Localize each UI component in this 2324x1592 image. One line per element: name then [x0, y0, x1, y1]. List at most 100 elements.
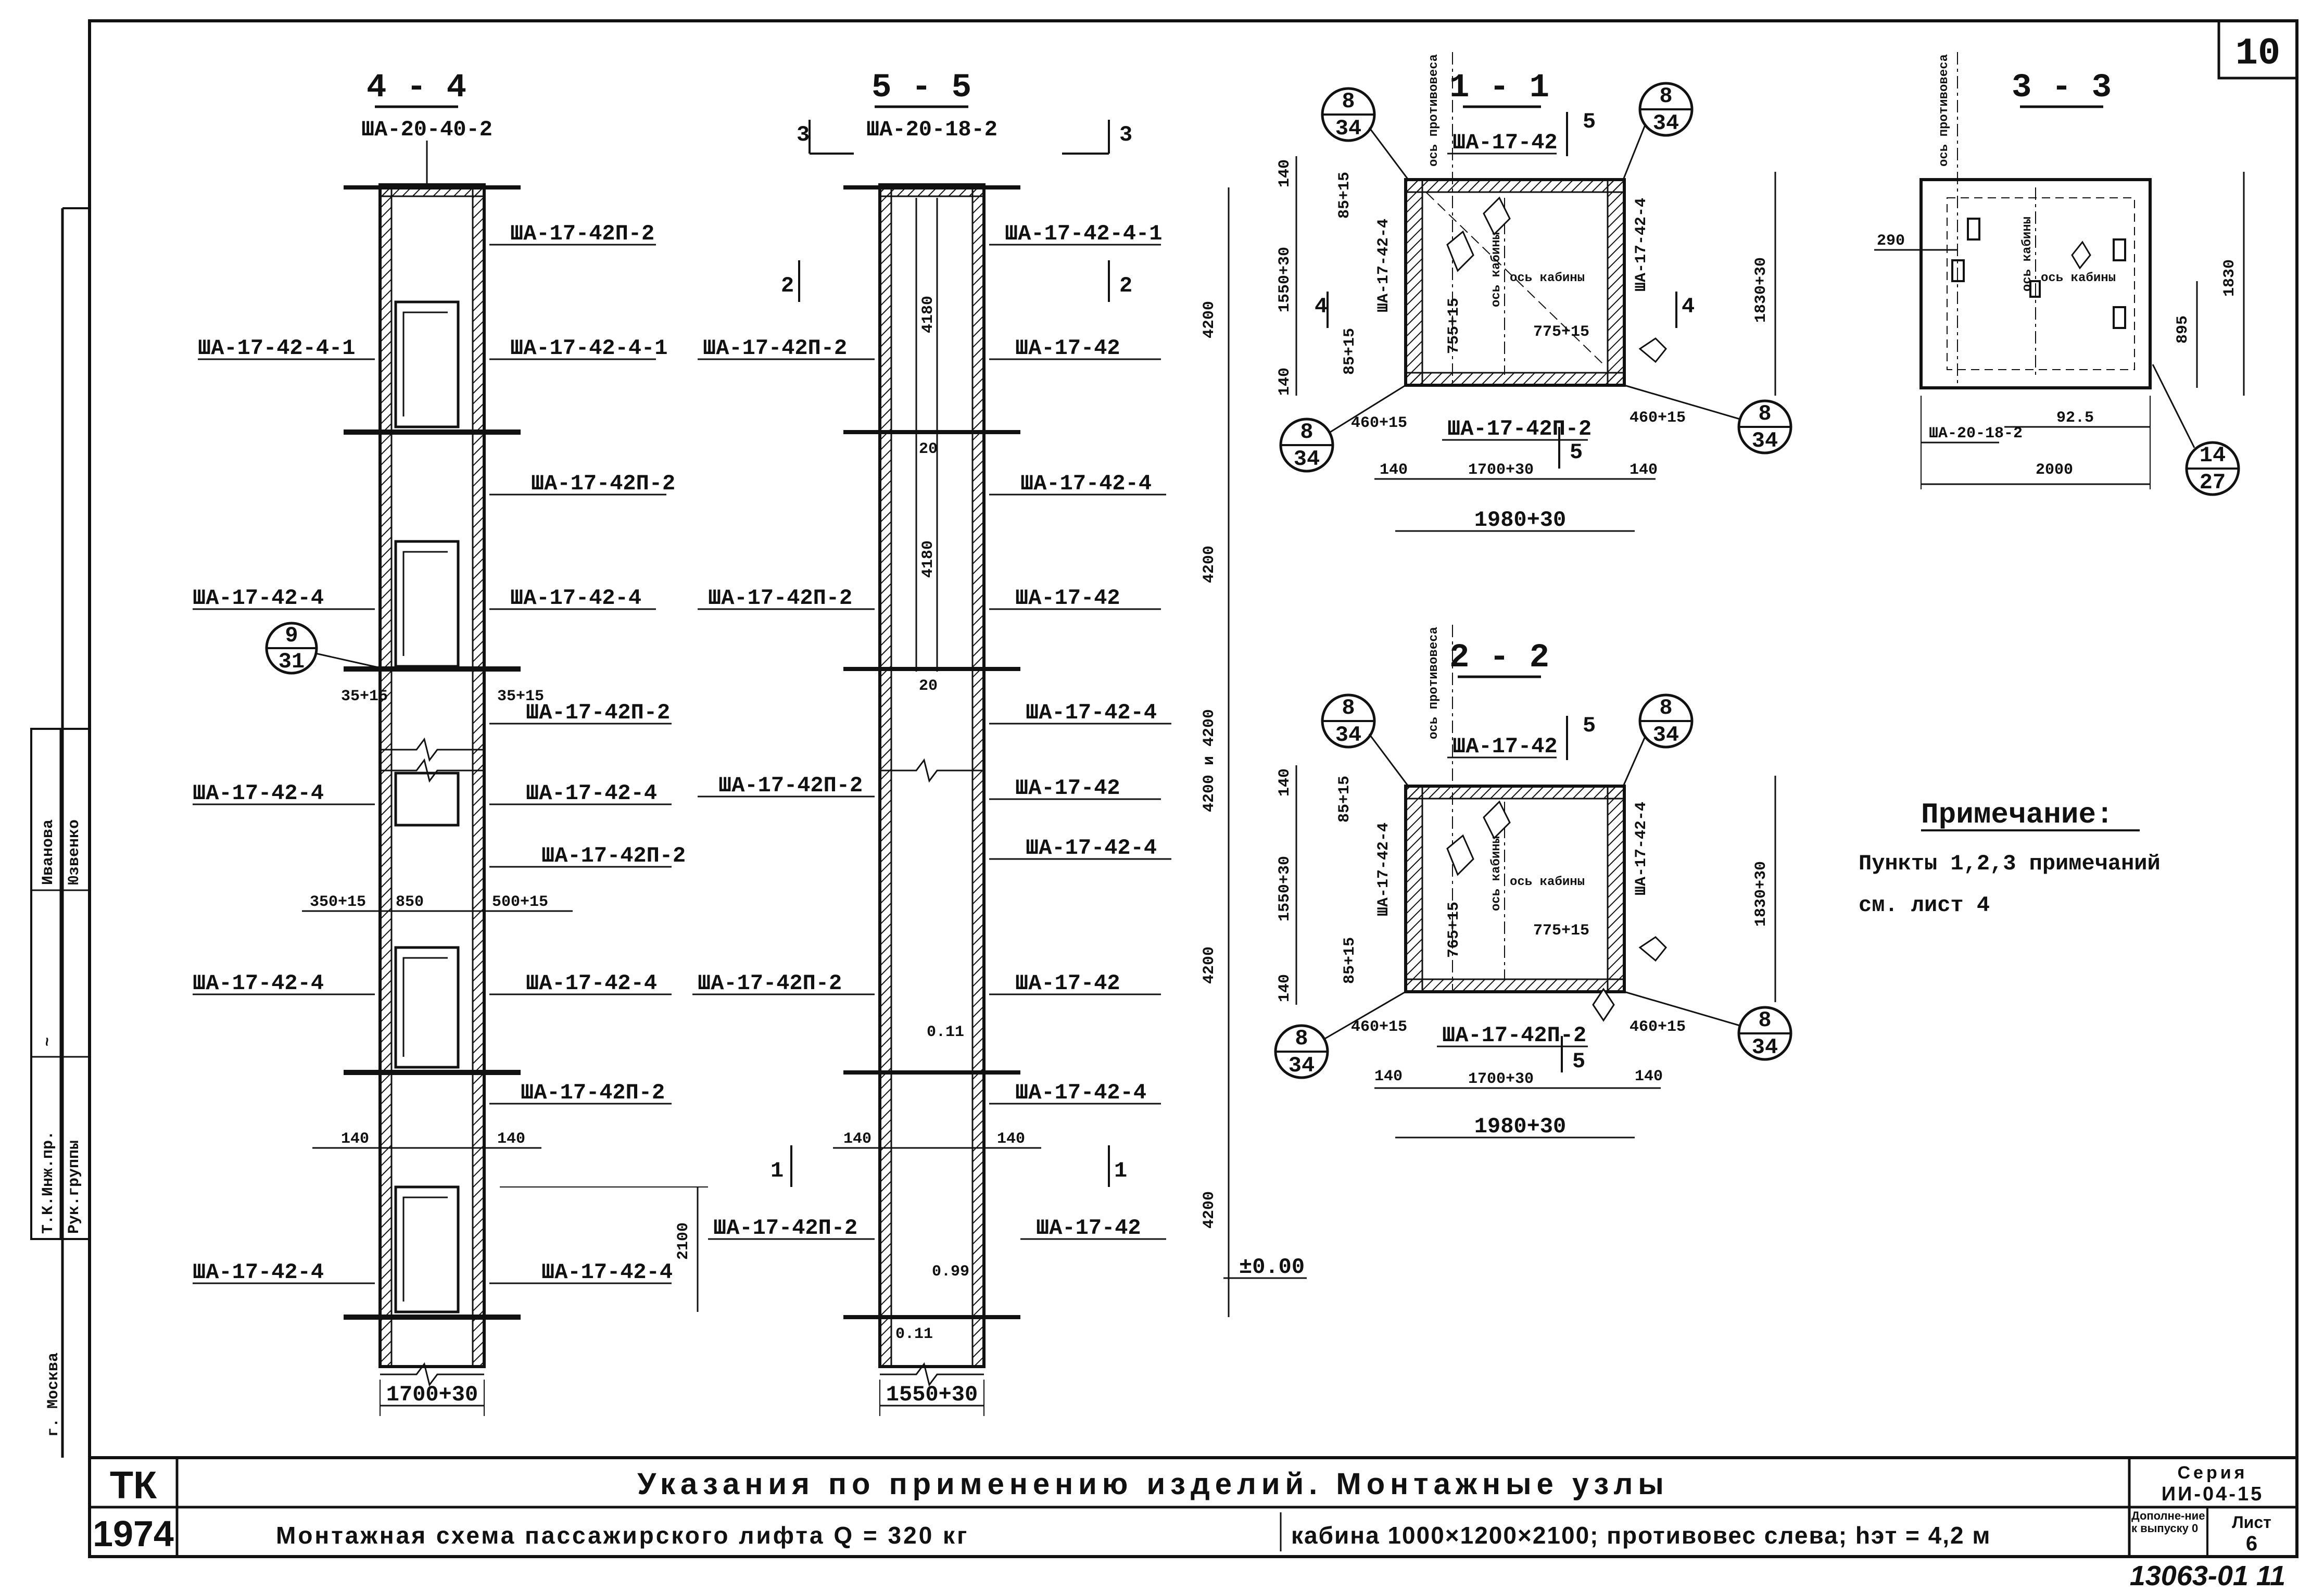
- axis-counterweight: ось противовеса: [1937, 54, 1951, 167]
- s44-right-label: ША-17-42П-2: [531, 471, 675, 496]
- s44-dim: 850: [396, 893, 424, 911]
- sheet-frame: [88, 19, 2298, 1558]
- section-5-5-shaft: [878, 183, 986, 1368]
- s44-right-label: ША-17-42-4: [541, 1260, 673, 1285]
- note-line1: Пункты 1,2,3 примечаний: [1859, 851, 2161, 876]
- svg-text:8: 8: [1659, 84, 1672, 109]
- door-opening: [394, 946, 460, 1069]
- s22-bottom-label: ША-17-42П-2: [1442, 1023, 1586, 1048]
- note-block: Примечание: Пункты 1,2,3 примечаний см. …: [1859, 798, 2161, 918]
- s11-dim: 140: [1630, 461, 1658, 479]
- s55-inner-dim: 20: [919, 440, 938, 458]
- s55-right-label: ША-17-42-4: [1015, 1080, 1146, 1105]
- section-5-5: 5 - 5 ША-20-18-2 4180 4180 20 20 0.11 14…: [692, 69, 1307, 1416]
- svg-text:8: 8: [1342, 696, 1355, 721]
- s55-left-label: ША-17-42П-2: [718, 773, 863, 798]
- s55-right-label: ША-17-42-4: [1026, 700, 1157, 725]
- axis-counterweight: ось противовеса: [1427, 54, 1441, 167]
- s55-level: 4200: [1201, 546, 1218, 583]
- s55-right-label: ША-17-42-4-1: [1005, 221, 1162, 246]
- title-line2b: кабина 1000×1200×2100; противовес слева;…: [1291, 1522, 1991, 1549]
- svg-text:8: 8: [1300, 420, 1313, 445]
- s55-right-label: ША-17-42: [1015, 971, 1120, 996]
- s11-right-label: ША-17-42-4: [1633, 198, 1650, 292]
- title-block: ТК 1974 Указания по применению изделий. …: [90, 1456, 2297, 1557]
- s22-dim: 765+15: [1445, 902, 1463, 958]
- s55-level: 4200 и 4200: [1201, 709, 1218, 812]
- door-opening: [394, 1185, 460, 1313]
- note-heading: Примечание:: [1921, 798, 2114, 831]
- s44-right-label: ША-17-42П-2: [521, 1080, 665, 1105]
- svg-text:34: 34: [1752, 1035, 1778, 1060]
- s44-dim: 140: [497, 1130, 525, 1148]
- svg-text:8: 8: [1295, 1026, 1308, 1051]
- s11-dim: 1700+30: [1468, 461, 1534, 479]
- section-2-2-title: 2 - 2: [1449, 639, 1549, 677]
- s11-dim: 4: [1682, 294, 1695, 319]
- s33-dim: 895: [2174, 315, 2192, 344]
- section-mark-1: 1: [771, 1158, 784, 1183]
- door-opening: [394, 772, 460, 827]
- left-strip: Иванова Юзвенко ~ Т.К.Инж.пр. Рук.группы…: [30, 207, 91, 1458]
- s44-dim: 35+15: [341, 688, 388, 705]
- callout-8-34: 8 34: [1622, 82, 1694, 180]
- s11-dim: 1830+30: [1752, 257, 1770, 323]
- axis-counterweight: ось противовеса: [1427, 627, 1441, 739]
- svg-text:8: 8: [1758, 401, 1771, 426]
- strip-sign1: ~: [40, 1037, 57, 1046]
- callout-8-34: 8 34: [1624, 384, 1792, 454]
- s22-right-label: ША-17-42-4: [1633, 802, 1650, 895]
- section-mark-1: 1: [1114, 1158, 1127, 1183]
- svg-text:8: 8: [1758, 1008, 1771, 1033]
- section-mark-2: 2: [781, 273, 794, 298]
- axis-cabin: ось кабины: [2041, 271, 2116, 285]
- s11-dim: 1550+30: [1276, 247, 1294, 312]
- s22-dim: 460+15: [1630, 1018, 1686, 1036]
- strip-city: г. Москва: [45, 1353, 62, 1437]
- axis-cabin: ось кабины: [1510, 875, 1585, 889]
- section-1-1-title: 1 - 1: [1449, 69, 1549, 107]
- bottom-code: 13063-01 11: [2130, 1560, 2285, 1591]
- s22-dim: 1700+30: [1468, 1070, 1534, 1088]
- note-line2: см. лист 4: [1859, 893, 1990, 918]
- s55-inner-dim: 4180: [919, 540, 937, 578]
- s22-dim: 85+15: [1341, 937, 1359, 984]
- s44-right-label: ША-17-42П-2: [541, 843, 686, 868]
- section-3-3: 3 - 3 ось противовеса ось кабины ось каб…: [1874, 52, 2245, 496]
- section-3-3-title: 3 - 3: [2012, 69, 2112, 107]
- s44-left-label: ША-17-42-4-1: [198, 336, 355, 361]
- s33-dim: 1830: [2221, 259, 2239, 297]
- door-opening: [394, 540, 460, 668]
- s55-level: 4200: [1201, 946, 1218, 984]
- zero-mark: ±0.00: [1239, 1255, 1305, 1280]
- s44-right-label: ША-17-42-4-1: [510, 336, 667, 361]
- s33-dim: 2000: [2036, 461, 2073, 479]
- s55-left-label: ША-17-42П-2: [713, 1216, 857, 1241]
- s55-right-label: ША-17-42: [1015, 336, 1120, 361]
- section-4-4-title: 4 - 4: [367, 69, 466, 107]
- s44-left-label: ША-17-42-4: [193, 971, 324, 996]
- s33-dim: 290: [1877, 232, 1905, 250]
- s44-dim: 2100: [675, 1222, 692, 1260]
- s55-right-label: ША-17-42: [1015, 586, 1120, 611]
- s22-dim: 140: [1635, 1068, 1663, 1085]
- section-mark-3: 3: [1119, 122, 1132, 147]
- sheet-label: Лист: [2232, 1513, 2271, 1532]
- svg-text:34: 34: [1289, 1053, 1315, 1078]
- callout-8-34: 8 34: [1624, 991, 1792, 1061]
- s11-dim: 85+15: [1341, 328, 1359, 375]
- s22-dim: 1830+30: [1752, 861, 1770, 927]
- s55-level: 4200: [1201, 1191, 1218, 1229]
- s55-inner-dim: 0.11: [895, 1325, 933, 1343]
- s55-inner-dim: 0.11: [927, 1024, 964, 1041]
- title-org: ТК: [110, 1463, 157, 1507]
- door-opening: [394, 300, 460, 428]
- strip-role2: Рук.группы: [66, 1140, 83, 1234]
- axis-cabin: ось кабины: [1489, 232, 1504, 307]
- axis-cabin: ось кабины: [1510, 271, 1585, 285]
- s33-pit-plan: [1919, 178, 2152, 389]
- svg-text:34: 34: [1653, 111, 1679, 136]
- section-mark-3: 3: [797, 122, 810, 147]
- s11-dim: 85+15: [1336, 172, 1354, 219]
